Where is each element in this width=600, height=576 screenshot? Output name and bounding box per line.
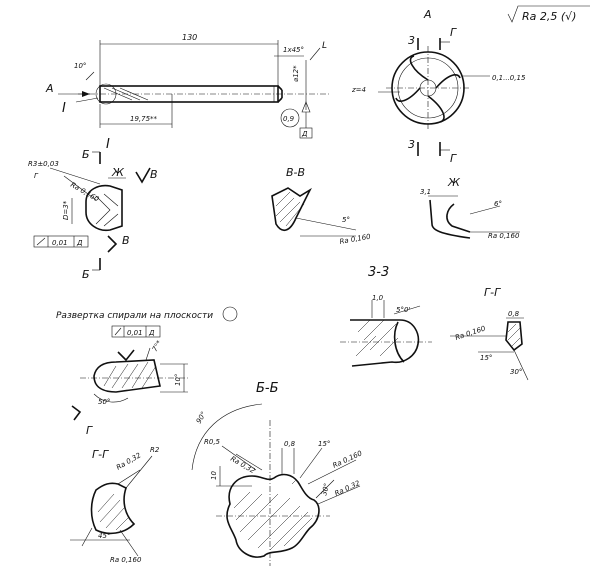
section-zh: Ж 3,1 6° Ra 0,160: [420, 176, 520, 240]
section-v-v: В-В 5° Ra 0,160: [271, 166, 372, 246]
cut-b-top: Б: [82, 148, 90, 161]
development-title: Развертка спирали на плоскости: [56, 311, 213, 321]
bb-angle-30: 30°: [320, 482, 331, 496]
zh-angle: 6°: [494, 200, 502, 208]
vv-ra: Ra 0,160: [339, 233, 372, 246]
bb-angle-90: 90°: [195, 410, 208, 425]
z-label: z=4: [351, 86, 366, 94]
zh-dim: 3,1: [420, 188, 431, 196]
cut-v-top: В: [150, 168, 158, 181]
detail-i: I R3±0,03 Г Ra 0,160 D=3* 0,01 Д Б Б Ж В…: [28, 137, 158, 281]
spiral-development: Развертка спирали на плоскости 0,01 Д 10…: [56, 306, 238, 437]
view-a-cut-g-bottom: Г: [450, 152, 457, 165]
view-a-title: A: [423, 8, 432, 21]
bb-ra-3: Ra 0,32: [333, 479, 361, 498]
gg-left-ra-bot: Ra 0,160: [110, 556, 142, 564]
cut-v-bottom: В: [122, 234, 130, 247]
dev-tol-datum: Д: [148, 329, 155, 337]
dim-chamfer: 1x45°: [283, 46, 304, 54]
section-zh-title: Ж: [447, 176, 461, 189]
letter-l: L: [322, 41, 327, 51]
gg-left-ra-top: Ra 0,32: [115, 451, 143, 472]
tol-value: 0,01: [52, 239, 68, 247]
view-a-cut-g-top: Г: [450, 26, 457, 39]
dim-diameter: ⌀12*: [292, 65, 300, 82]
zh-ra: Ra 0,160: [488, 232, 520, 240]
section-b-b: Б-Б 90° R0,5 Ra 0,32 0,8 15° Ra 0,160 10…: [191, 381, 364, 566]
main-view: 130 1x45° ⌀12* L 10° 19,75** 0,9 Д A I: [45, 33, 330, 139]
view-a: A 3 Г z=4 0,1...0,15 3 Г: [351, 8, 526, 165]
gg-left-angle: 45°: [98, 532, 110, 540]
cut-zh: Ж: [111, 166, 125, 179]
dev-angle-50: 50°: [98, 398, 110, 406]
section-g-g-right: Г-Г 0,8 Ra 0,160 15° 30°: [450, 286, 529, 381]
section-gg-right-title: Г-Г: [484, 286, 501, 299]
dim-length: 130: [182, 33, 197, 42]
roughness-label: Ra 2,5 (√): [522, 10, 576, 23]
bb-radius: R0,5: [204, 438, 221, 446]
section-gg-left-title: Г-Г: [92, 448, 109, 461]
section-vv-title: В-В: [286, 166, 305, 179]
section-bb-title: Б-Б: [256, 381, 279, 396]
bb-ra-2: Ra 0,160: [331, 449, 363, 470]
cut-b-bottom: Б: [82, 268, 90, 281]
tol-runout: 0,9: [283, 115, 295, 123]
dev-angle-7: 7°*: [151, 339, 164, 353]
dim-angle: 10°: [74, 62, 86, 70]
general-roughness: Ra 2,5 (√): [507, 5, 590, 23]
gg-left-radius: R2: [150, 446, 160, 454]
dim-range: 0,1...0,15: [492, 74, 526, 82]
dev-letter-g: Г: [86, 424, 93, 437]
bb-dim-10: 10: [210, 471, 218, 480]
gg-right-15: 15°: [480, 354, 492, 362]
letter-i-callout: I: [62, 101, 66, 116]
section-33-title: 3-3: [368, 265, 389, 280]
dim-1-0: 1,0: [372, 294, 384, 302]
angle-5: 5°0': [396, 306, 410, 314]
dim-flute-length: 19,75**: [130, 115, 158, 123]
bb-angle-15: 15°: [318, 440, 330, 448]
view-a-cut-bottom: 3: [408, 138, 415, 151]
dia-3: D=3*: [62, 200, 70, 220]
tol-g: Г: [34, 172, 39, 180]
detail-i-title: I: [106, 137, 110, 152]
dev-tol-value: 0,01: [127, 329, 143, 337]
vv-angle: 5°: [342, 216, 350, 224]
radius-r3: R3±0,03: [28, 160, 59, 168]
datum-d: Д: [301, 130, 308, 138]
bb-dim-08: 0,8: [284, 440, 296, 448]
gg-right-30: 30°: [510, 368, 522, 376]
ra-detail: Ra 0,160: [69, 181, 101, 204]
dev-angle-10: 10°: [174, 374, 182, 386]
gg-right-ra: Ra 0,160: [454, 324, 487, 341]
gg-right-dim: 0,8: [508, 310, 520, 318]
letter-a-arrow: A: [45, 82, 54, 95]
section-3-3: 3-3 1,0 5°0': [340, 265, 432, 367]
view-a-cut-top: 3: [408, 34, 415, 47]
tol-datum: Д: [76, 239, 83, 247]
section-g-g-left: Г-Г R2 Ra 0,32 45° Ra 0,160: [70, 446, 160, 564]
